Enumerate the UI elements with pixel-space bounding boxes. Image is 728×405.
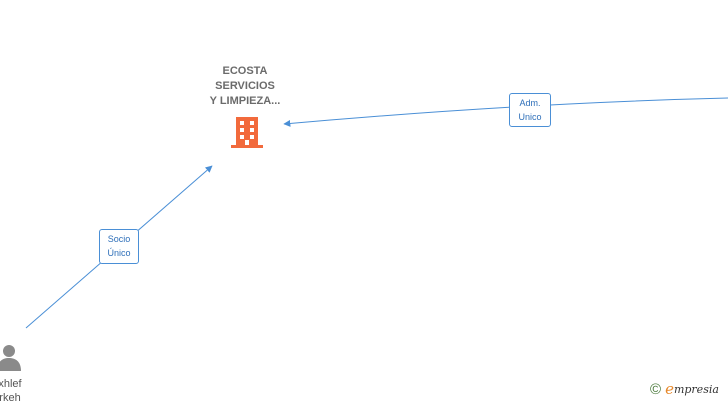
brand-logo: © e mpresia bbox=[650, 380, 719, 398]
relation-label-line: Unico bbox=[518, 112, 542, 122]
person-name-line-1: xhlef bbox=[0, 378, 22, 390]
building-icon[interactable] bbox=[231, 117, 263, 148]
brand-name: mpresia bbox=[673, 382, 719, 396]
copyright-icon: © bbox=[650, 380, 662, 398]
person-name[interactable]: xhlef rkeh bbox=[0, 377, 40, 405]
person-name-line-2: rkeh bbox=[0, 392, 21, 404]
company-name-line-1: ECOSTA bbox=[222, 65, 268, 77]
relation-label-line: Socio bbox=[107, 234, 131, 244]
relation-label-partner[interactable]: Socio Único bbox=[99, 229, 139, 264]
company-name-line-3: Y LIMPIEZA... bbox=[209, 95, 281, 107]
relation-label-admin[interactable]: Adm. Unico bbox=[509, 93, 551, 127]
relation-label-line: Adm. bbox=[519, 98, 541, 108]
company-name[interactable]: ECOSTA SERVICIOS Y LIMPIEZA... bbox=[187, 64, 303, 109]
relation-label-line: Único bbox=[107, 248, 131, 258]
edge-admin-to-company bbox=[283, 97, 728, 127]
company-name-line-2: SERVICIOS bbox=[215, 80, 275, 92]
person-icon[interactable] bbox=[0, 345, 21, 371]
brand-initial: e bbox=[665, 380, 674, 398]
